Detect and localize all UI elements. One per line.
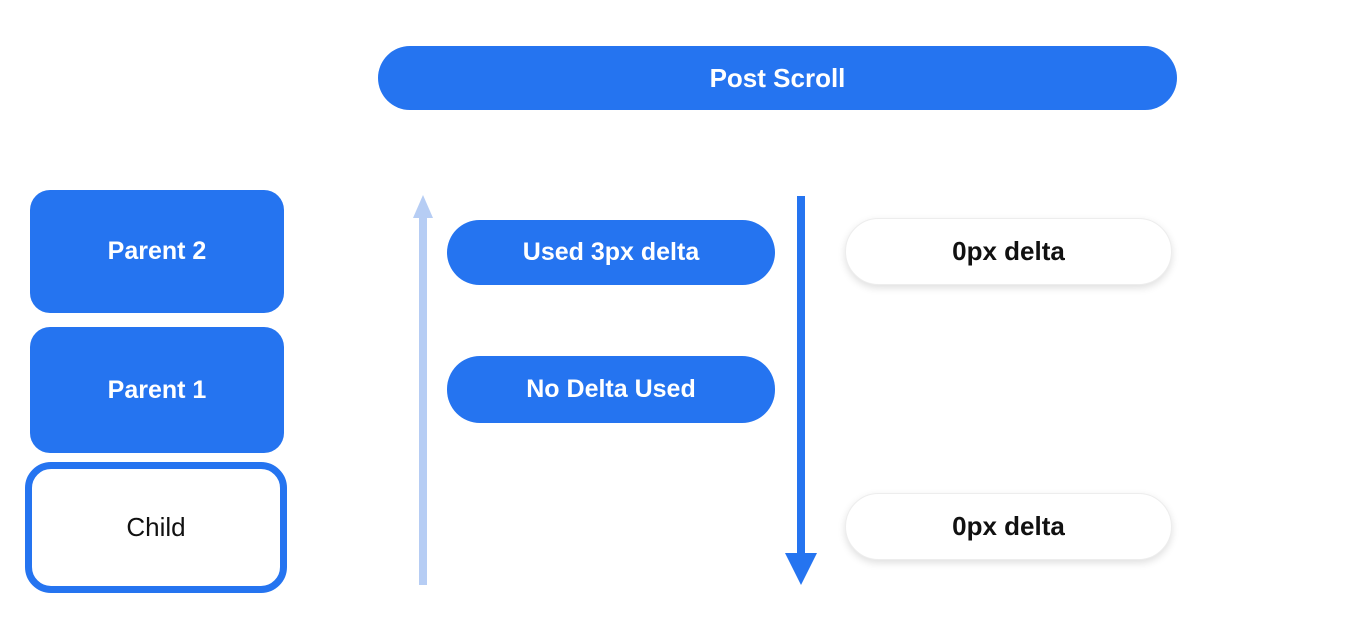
child-box: Child	[25, 462, 287, 593]
zero-px-delta-top-label: 0px delta	[952, 236, 1065, 266]
scroll-up-arrow-icon	[413, 195, 433, 585]
child-label: Child	[126, 512, 186, 542]
no-delta-used-pill: No Delta Used	[447, 356, 775, 423]
parent1-box: Parent 1	[30, 327, 284, 453]
parent1-label: Parent 1	[107, 375, 207, 404]
parent2-label: Parent 2	[107, 237, 207, 265]
post-scroll-header-label: Post Scroll	[709, 62, 846, 93]
no-delta-used-label: No Delta Used	[526, 375, 696, 403]
scroll-down-arrow-icon	[785, 196, 817, 585]
used-3px-delta-label: Used 3px delta	[522, 238, 700, 266]
parent2-box: Parent 2	[30, 190, 284, 313]
zero-px-delta-bottom-label: 0px delta	[952, 511, 1065, 541]
zero-px-delta-top-pill: 0px delta	[845, 218, 1172, 285]
post-scroll-header-pill: Post Scroll	[378, 46, 1177, 110]
zero-px-delta-bottom-pill: 0px delta	[845, 493, 1172, 560]
used-3px-delta-pill: Used 3px delta	[447, 220, 775, 285]
